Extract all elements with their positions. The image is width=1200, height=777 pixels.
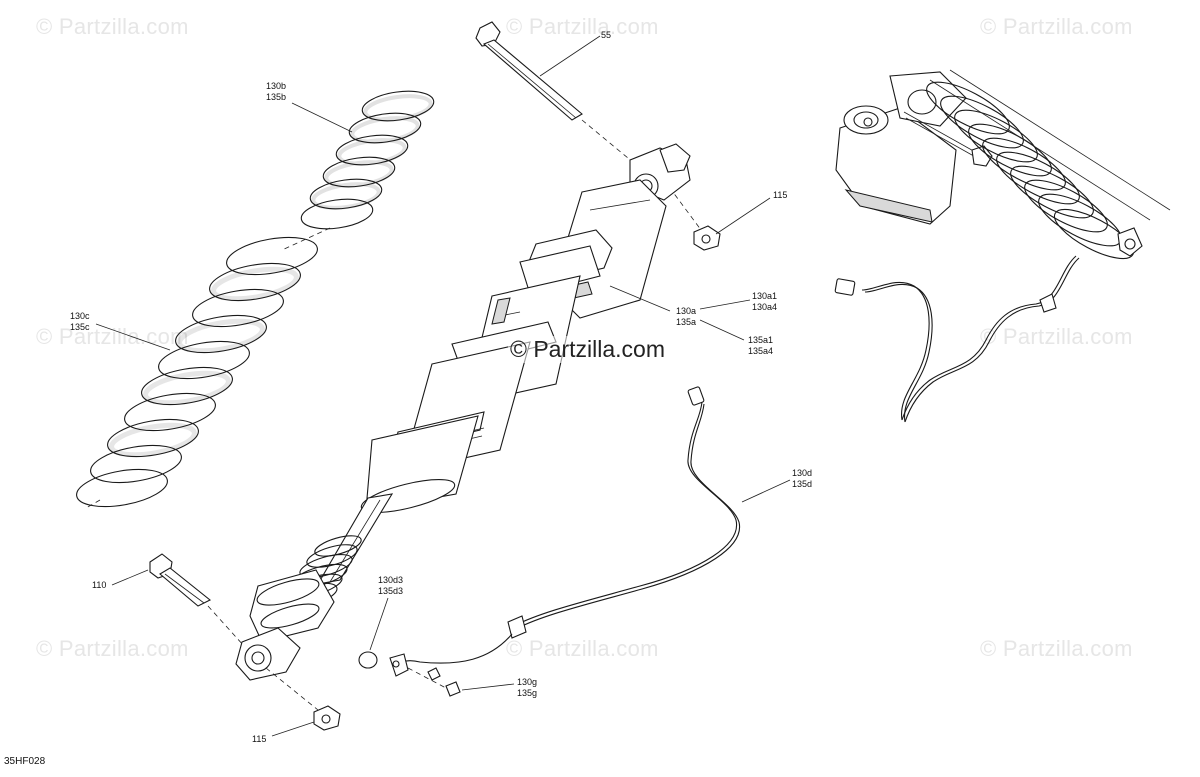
diagram-code: 35HF028	[4, 756, 46, 767]
assembled-shock-view	[834, 69, 1171, 423]
watermark: © Partzilla.com	[36, 636, 189, 661]
shock-absorber	[235, 143, 691, 681]
watermark: © Partzilla.com	[980, 636, 1133, 661]
top-nut	[693, 225, 721, 251]
watermark: © Partzilla.com	[506, 636, 659, 661]
upper-coil-spring	[300, 90, 435, 230]
bottom-nut	[313, 705, 341, 731]
top-bolt	[475, 21, 583, 121]
watermark: © Partzilla.com	[980, 324, 1133, 349]
leader-lines	[95, 35, 791, 737]
callout-bolt-top: 55	[601, 30, 612, 40]
callout-nut-top: 115	[773, 190, 788, 200]
watermark: © Partzilla.com	[36, 14, 189, 39]
bottom-bolt	[149, 553, 212, 607]
callout-nut-bottom: 115	[252, 734, 267, 744]
o-ring	[358, 651, 378, 669]
sensor-harness	[389, 386, 741, 697]
callout-bolt-bottom: 110	[92, 580, 107, 590]
watermark: © Partzilla.com	[36, 324, 189, 349]
watermark: © Partzilla.com	[506, 14, 659, 39]
lower-coil-spring	[76, 236, 318, 509]
center-watermark: © Partzilla.com	[508, 336, 667, 363]
watermark: © Partzilla.com	[980, 14, 1133, 39]
